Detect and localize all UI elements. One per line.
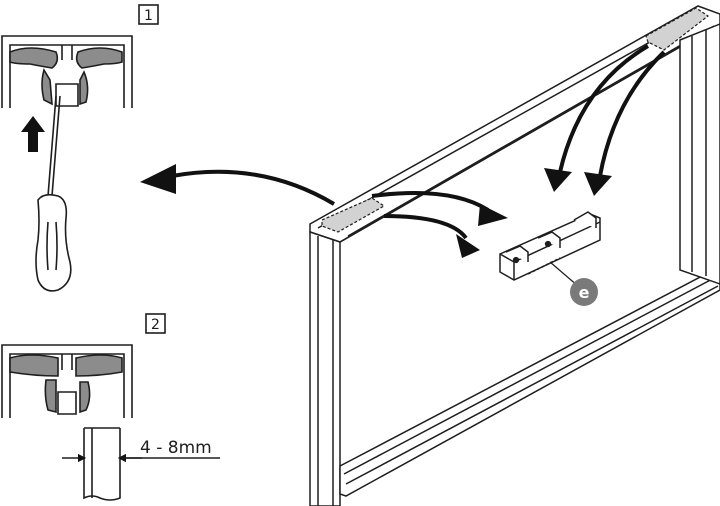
part-e-callout: e — [549, 261, 598, 306]
part-e-label: e — [579, 283, 590, 302]
step-1-number: 1 — [144, 8, 153, 24]
cut-piece-illustration — [83, 427, 121, 501]
step-2-badge: 2 — [145, 313, 166, 334]
arrows-to-clip — [371, 191, 508, 258]
arrow-to-step-1 — [140, 164, 336, 206]
corner-piece-left — [321, 197, 386, 233]
screwdriver-icon — [35, 95, 72, 292]
clip-part-illustration — [499, 211, 601, 281]
step-1-badge: 1 — [138, 4, 159, 25]
gap-label: 4 - 8mm — [140, 438, 212, 458]
arrows-from-corner — [544, 44, 666, 196]
step-1-profile — [1, 35, 133, 108]
step-2-profile — [1, 344, 133, 418]
up-arrow-icon — [21, 116, 45, 152]
corner-piece-right — [645, 7, 710, 51]
step-2-number: 2 — [151, 317, 160, 333]
